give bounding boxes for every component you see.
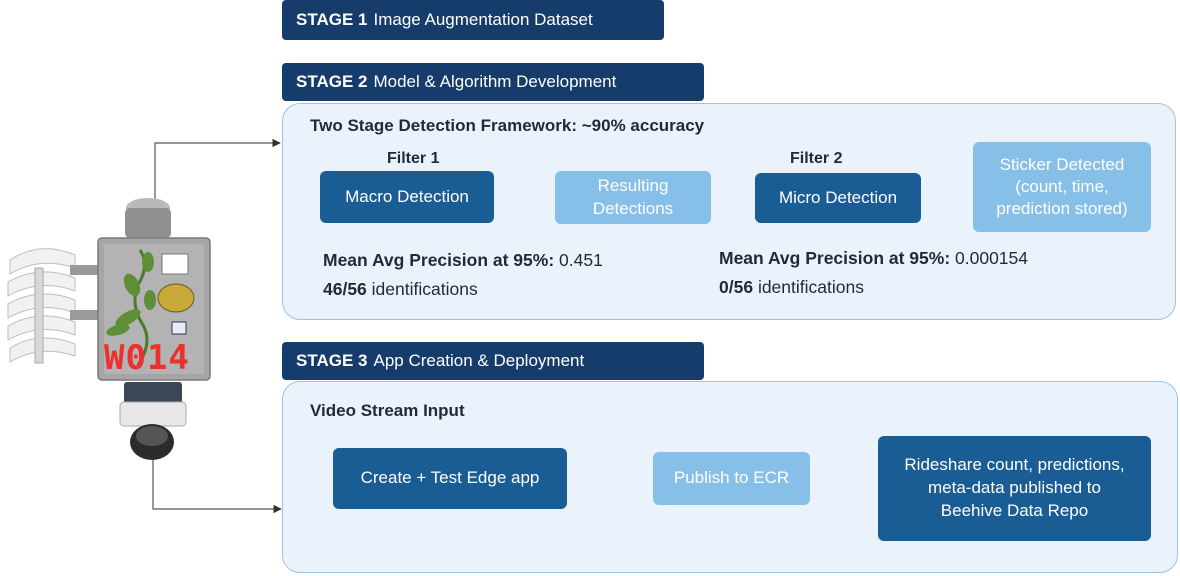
macro-detection-box: Macro Detection	[320, 171, 494, 223]
filter2-identifications: 0/56 identifications	[719, 277, 864, 298]
filter2-map-value: 0.000154	[955, 248, 1029, 268]
stage2-title: Model & Algorithm Development	[373, 72, 617, 91]
filter1-identifications: 46/56 identifications	[323, 279, 478, 300]
device-label: W014	[104, 338, 190, 378]
stage3-prefix: STAGE 3	[296, 351, 368, 370]
filter2-map-metric: Mean Avg Precision at 95%: 0.000154	[719, 248, 1028, 269]
stage1-header: STAGE 1 Image Augmentation Dataset	[282, 0, 664, 40]
resulting-detections-line1: Resulting	[597, 176, 669, 196]
micro-detection-box: Micro Detection	[755, 173, 921, 223]
device-to-stage2-arrow	[154, 138, 281, 200]
sticker-detected-line2: (count, time,	[1015, 176, 1109, 196]
filter1-map-metric: Mean Avg Precision at 95%: 0.451	[323, 250, 603, 271]
plant-graphic	[106, 249, 156, 366]
filter1-ident-label: identifications	[371, 279, 478, 299]
sticker-detected-line1: Sticker Detected	[999, 154, 1125, 174]
filter2-ident-count: 0/56	[719, 277, 754, 297]
stage3-panel-title: Video Stream Input	[310, 401, 465, 420]
rideshare-line2: meta-data published to	[928, 478, 1101, 498]
stage1-title: Image Augmentation Dataset	[373, 10, 593, 29]
filter2-label: Filter 2	[790, 150, 843, 167]
resulting-detections-line2: Detections	[592, 198, 674, 218]
create-test-edge-app-box: Create + Test Edge app	[333, 448, 567, 509]
filter2-ident-label: identifications	[757, 277, 864, 297]
sensor-device-illustration	[7, 198, 211, 460]
rideshare-line3: Beehive Data Repo	[940, 500, 1089, 520]
stage2-panel-title: Two Stage Detection Framework: ~90% accu…	[310, 116, 705, 135]
filter1-map-value: 0.451	[559, 250, 603, 270]
sticker-detected-box: Sticker Detected (count, time, predictio…	[973, 142, 1151, 232]
rideshare-line1: Rideshare count, predictions,	[904, 455, 1125, 475]
device-to-stage3-arrow	[152, 455, 282, 514]
filter1-map-label: Mean Avg Precision at 95%:	[323, 250, 555, 270]
radiation-shield	[7, 248, 76, 364]
stage2-prefix: STAGE 2	[296, 72, 368, 91]
stage1-prefix: STAGE 1	[296, 10, 368, 29]
filter2-map-label: Mean Avg Precision at 95%:	[719, 248, 951, 268]
resulting-detections-box: Resulting Detections	[555, 171, 711, 224]
filter1-ident-count: 46/56	[323, 279, 367, 299]
sticker-detected-line3: prediction stored)	[996, 199, 1128, 219]
stage2-header: STAGE 2 Model & Algorithm Development	[282, 63, 704, 101]
rideshare-output-box: Rideshare count, predictions, meta-data …	[878, 436, 1151, 541]
filter1-label: Filter 1	[387, 150, 440, 167]
stage3-title: App Creation & Deployment	[373, 351, 585, 370]
stage3-header: STAGE 3 App Creation & Deployment	[282, 342, 704, 380]
publish-to-ecr-box: Publish to ECR	[653, 452, 810, 505]
